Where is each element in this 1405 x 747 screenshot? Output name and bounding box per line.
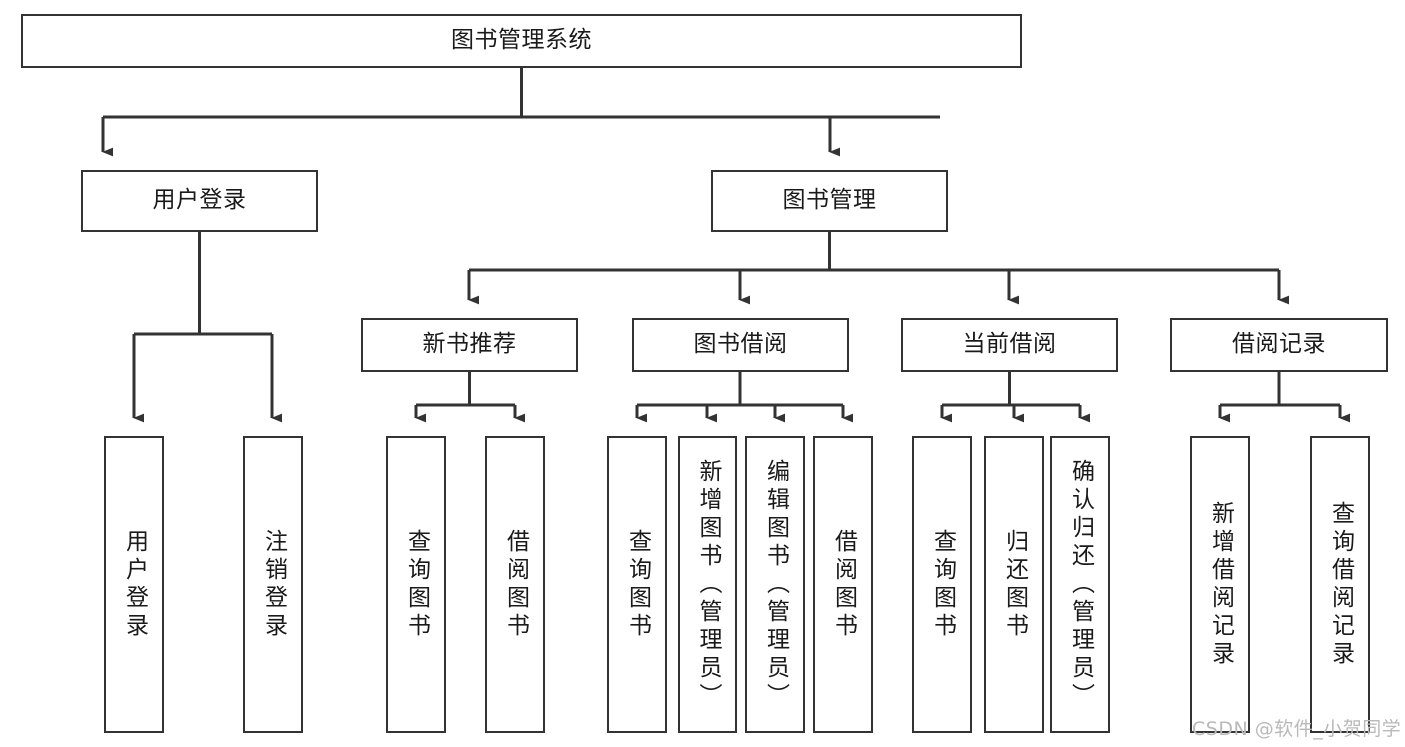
node-label: 借阅图书 <box>830 528 857 641</box>
node-leaf-borrow-book[interactable]: 借阅图书 <box>813 436 873 733</box>
node-label: 当前借阅 <box>962 331 1057 358</box>
node-label: 编辑图书（管理员） <box>762 458 789 711</box>
node-label: 图书借阅 <box>693 331 788 358</box>
node-label: 查询图书 <box>403 528 430 641</box>
node-leaf-return-book[interactable]: 归还图书 <box>984 436 1044 733</box>
node-borrow-record[interactable]: 借阅记录 <box>1170 318 1388 372</box>
node-label: 查询图书 <box>929 528 956 641</box>
node-label: 图书管理 <box>782 187 877 214</box>
node-label: 借阅记录 <box>1232 331 1326 358</box>
node-book-management-system[interactable]: 图书管理系统 <box>21 14 1022 68</box>
node-label: 新书推荐 <box>422 331 517 358</box>
node-user-login[interactable]: 用户登录 <box>81 170 318 232</box>
node-label: 借阅图书 <box>502 528 529 641</box>
node-label: 查询图书 <box>624 528 651 641</box>
node-current-borrow[interactable]: 当前借阅 <box>901 318 1118 372</box>
node-leaf-user-login[interactable]: 用户登录 <box>104 436 164 733</box>
node-label: 确认归还（管理员） <box>1067 458 1094 711</box>
node-book-borrow[interactable]: 图书借阅 <box>632 318 849 372</box>
node-leaf-query-book-current[interactable]: 查询图书 <box>912 436 972 733</box>
node-leaf-query-book-recommend[interactable]: 查询图书 <box>386 436 446 733</box>
node-leaf-borrow-book-recommend[interactable]: 借阅图书 <box>485 436 545 733</box>
csdn-watermark: CSDN @软件_小贺同学 <box>1192 718 1402 740</box>
node-label: 归还图书 <box>1001 528 1028 641</box>
node-label: 新增图书（管理员） <box>695 458 721 711</box>
node-leaf-query-borrow-record[interactable]: 查询借阅记录 <box>1310 436 1370 733</box>
node-leaf-add-borrow-record[interactable]: 新增借阅记录 <box>1190 436 1250 733</box>
node-leaf-user-logout[interactable]: 注销登录 <box>243 436 303 733</box>
node-leaf-confirm-return-admin[interactable]: 确认归还（管理员） <box>1050 436 1110 733</box>
node-leaf-edit-book-admin[interactable]: 编辑图书（管理员） <box>745 436 805 733</box>
node-label: 图书管理系统 <box>451 27 592 54</box>
node-book-management[interactable]: 图书管理 <box>711 170 948 232</box>
node-label: 新增借阅记录 <box>1207 500 1234 669</box>
node-label: 查询借阅记录 <box>1327 500 1354 669</box>
node-leaf-add-book-admin[interactable]: 新增图书（管理员） <box>678 436 737 733</box>
node-leaf-query-book-borrow[interactable]: 查询图书 <box>607 436 667 733</box>
node-new-book-recommend[interactable]: 新书推荐 <box>361 318 578 372</box>
node-label: 用户登录 <box>152 187 247 214</box>
node-label: 注销登录 <box>260 528 287 641</box>
node-label: 用户登录 <box>121 528 148 641</box>
